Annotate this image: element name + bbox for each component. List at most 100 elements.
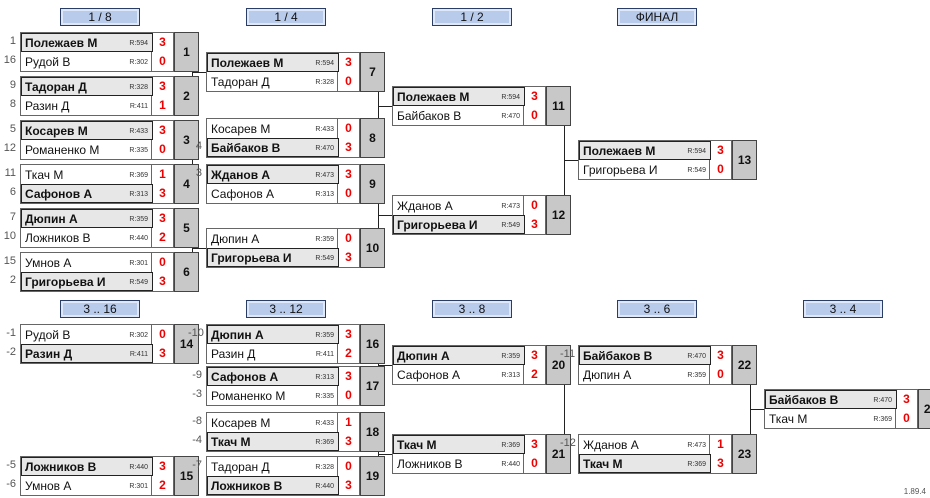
player-rating: R:549 <box>501 222 520 229</box>
seed-number: 12 <box>3 142 16 154</box>
player-score: 1 <box>159 167 166 181</box>
player-rating: R:302 <box>129 59 148 66</box>
round-header-p3-8: 3 .. 8 <box>432 300 512 318</box>
seed-number: 3 <box>195 167 202 179</box>
player-score: 3 <box>345 167 352 181</box>
player-score: 0 <box>531 456 538 470</box>
round-header-r16: 1 / 8 <box>60 8 140 26</box>
match-number: 7 <box>360 52 385 92</box>
player-name: Тадоран Д <box>25 80 87 94</box>
seed-number: 5 <box>9 123 16 135</box>
round-header-p3-6: 3 .. 6 <box>617 300 697 318</box>
match-number: 2 <box>174 76 199 116</box>
player-score: 3 <box>159 274 166 288</box>
match-number: 1 <box>174 32 199 72</box>
player-score: 0 <box>345 121 352 135</box>
seed-number: 9 <box>9 79 16 91</box>
player-score: 3 <box>531 217 538 231</box>
player-name: Байбаков В <box>769 393 839 407</box>
match-number: 20 <box>546 345 571 385</box>
player-score: 0 <box>531 198 538 212</box>
player-name: Полежаев М <box>211 56 284 70</box>
player-score: 1 <box>159 98 166 112</box>
player-rating: R:433 <box>129 128 148 135</box>
seed-number: -3 <box>192 388 202 400</box>
match-number: 15 <box>174 456 199 496</box>
player-rating: R:411 <box>129 103 148 110</box>
player-score: 0 <box>159 142 166 156</box>
player-score: 3 <box>159 459 166 473</box>
player-score: 1 <box>345 415 352 429</box>
player-rating: R:335 <box>129 147 148 154</box>
player-name: Умнов А <box>25 256 72 270</box>
seed-number: 2 <box>9 274 16 286</box>
player-name: Ложников В <box>211 479 283 493</box>
player-name: Рудой В <box>25 328 71 342</box>
player-name: Полежаев М <box>397 90 470 104</box>
player-rating: R:369 <box>315 439 334 446</box>
seed-number: 11 <box>4 167 16 179</box>
player-score: 3 <box>159 79 166 93</box>
round-header-p3-12: 3 .. 12 <box>246 300 326 318</box>
round-header-p3-4: 3 .. 4 <box>803 300 883 318</box>
match-number: 10 <box>360 228 385 268</box>
player-rating: R:328 <box>315 79 334 86</box>
player-rating: R:549 <box>315 255 334 262</box>
player-score: 3 <box>531 348 538 362</box>
player-score: 0 <box>717 367 724 381</box>
player-rating: R:473 <box>687 442 706 449</box>
player-rating: R:549 <box>129 279 148 286</box>
player-score: 0 <box>717 162 724 176</box>
seed-number: 8 <box>9 98 16 110</box>
player-score: 0 <box>159 327 166 341</box>
match-number: 23 <box>732 434 757 474</box>
player-rating: R:335 <box>315 393 334 400</box>
player-rating: R:369 <box>501 442 520 449</box>
match-number: 17 <box>360 366 385 406</box>
player-rating: R:359 <box>129 216 148 223</box>
player-name: Ткач М <box>583 457 623 471</box>
player-score: 1 <box>717 437 724 451</box>
player-name: Романенко М <box>25 143 100 157</box>
seed-number: 1 <box>9 35 16 47</box>
player-name: Жданов А <box>397 199 453 213</box>
match-number: 12 <box>546 195 571 235</box>
player-name: Байбаков В <box>583 349 653 363</box>
player-rating: R:594 <box>687 148 706 155</box>
player-score: 0 <box>159 54 166 68</box>
player-score: 3 <box>345 434 352 448</box>
